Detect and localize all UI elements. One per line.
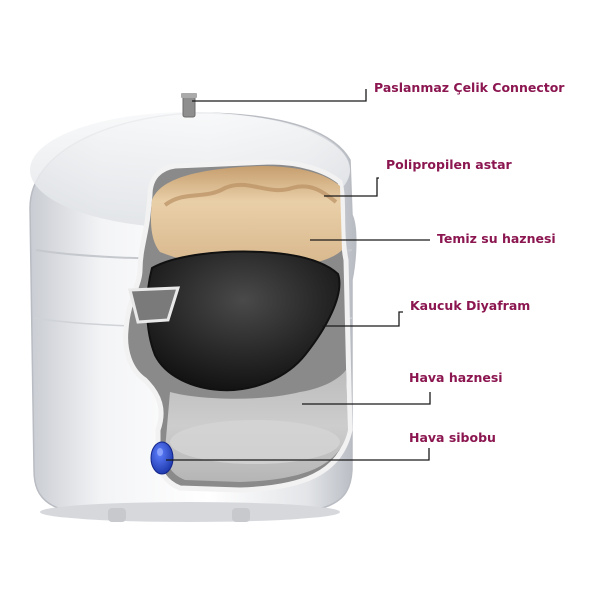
air-valve [150,441,174,475]
tank-foot-right [232,508,250,522]
leader-line-diaphragm [322,311,403,327]
tank-foot-left [108,508,126,522]
air-chamber-floor [170,420,340,464]
label-rubber-diaphragm: Kaucuk Diyafram [410,298,531,313]
polypropylene-liner [150,166,342,268]
leader-line-liner [324,177,379,197]
label-clean-water-chamber: Temiz su haznesi [437,231,556,246]
label-air-valve: Hava sibobu [409,430,496,445]
leader-lines [166,89,431,461]
label-air-chamber: Hava haznesi [409,370,503,385]
rubber-diaphragm [146,250,341,392]
cutaway-section [123,159,353,493]
leader-line-air-valve [166,448,430,461]
liner-texture [163,182,338,207]
leader-line-air-chamber [302,392,431,405]
leader-line-connector [192,89,367,102]
label-polypropylene-liner: Polipropilen astar [386,157,512,172]
diaphragm-rim [128,286,181,324]
stainless-connector [181,93,197,118]
tank-base [40,502,340,522]
label-stainless-connector: Paslanmaz Çelik Connector [374,80,565,95]
